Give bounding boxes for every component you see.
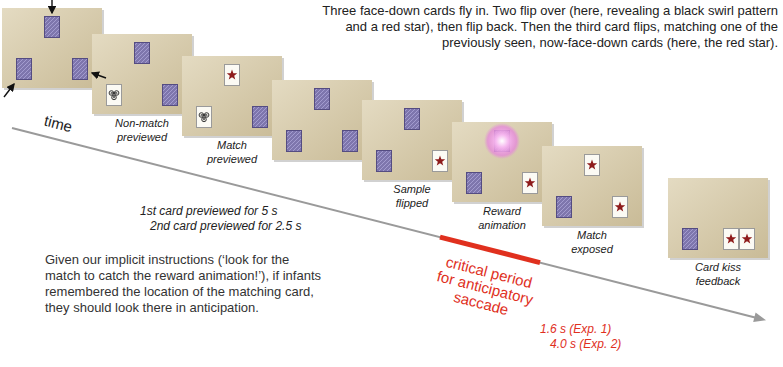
panel	[668, 178, 770, 260]
panel-caption: Reward animation	[470, 204, 534, 232]
panel	[272, 80, 374, 162]
panel	[92, 34, 194, 116]
panel-caption: Sample flipped	[380, 182, 444, 210]
critical-period-label: critical period for anticipatory saccade	[427, 251, 544, 324]
axis-label: time	[42, 112, 74, 136]
timing-note: 1.6 s (Exp. 1)	[540, 322, 611, 337]
description-note: Three face-down cards fly in. Two flip o…	[305, 3, 778, 51]
panel	[182, 56, 284, 138]
fly-in-arrows	[4, 0, 106, 97]
panel-caption: Non-match previewed	[110, 116, 174, 144]
panel-caption: Card kiss feedback	[686, 260, 750, 288]
reward-animation	[484, 123, 520, 159]
panel	[362, 100, 464, 182]
panel-caption: Match previewed	[200, 138, 264, 166]
panel	[542, 146, 644, 228]
timing-note: 1st card previewed for 5 s	[140, 204, 277, 219]
panel	[2, 8, 104, 90]
timing-note: 2nd card previewed for 2.5 s	[150, 219, 301, 234]
timing-note: 4.0 s (Exp. 2)	[550, 337, 621, 352]
time-arrow	[12, 128, 766, 322]
panel	[452, 122, 554, 204]
panel-caption: Match exposed	[560, 228, 624, 256]
explanation-note: Given our implicit instructions (‘look f…	[45, 252, 325, 316]
